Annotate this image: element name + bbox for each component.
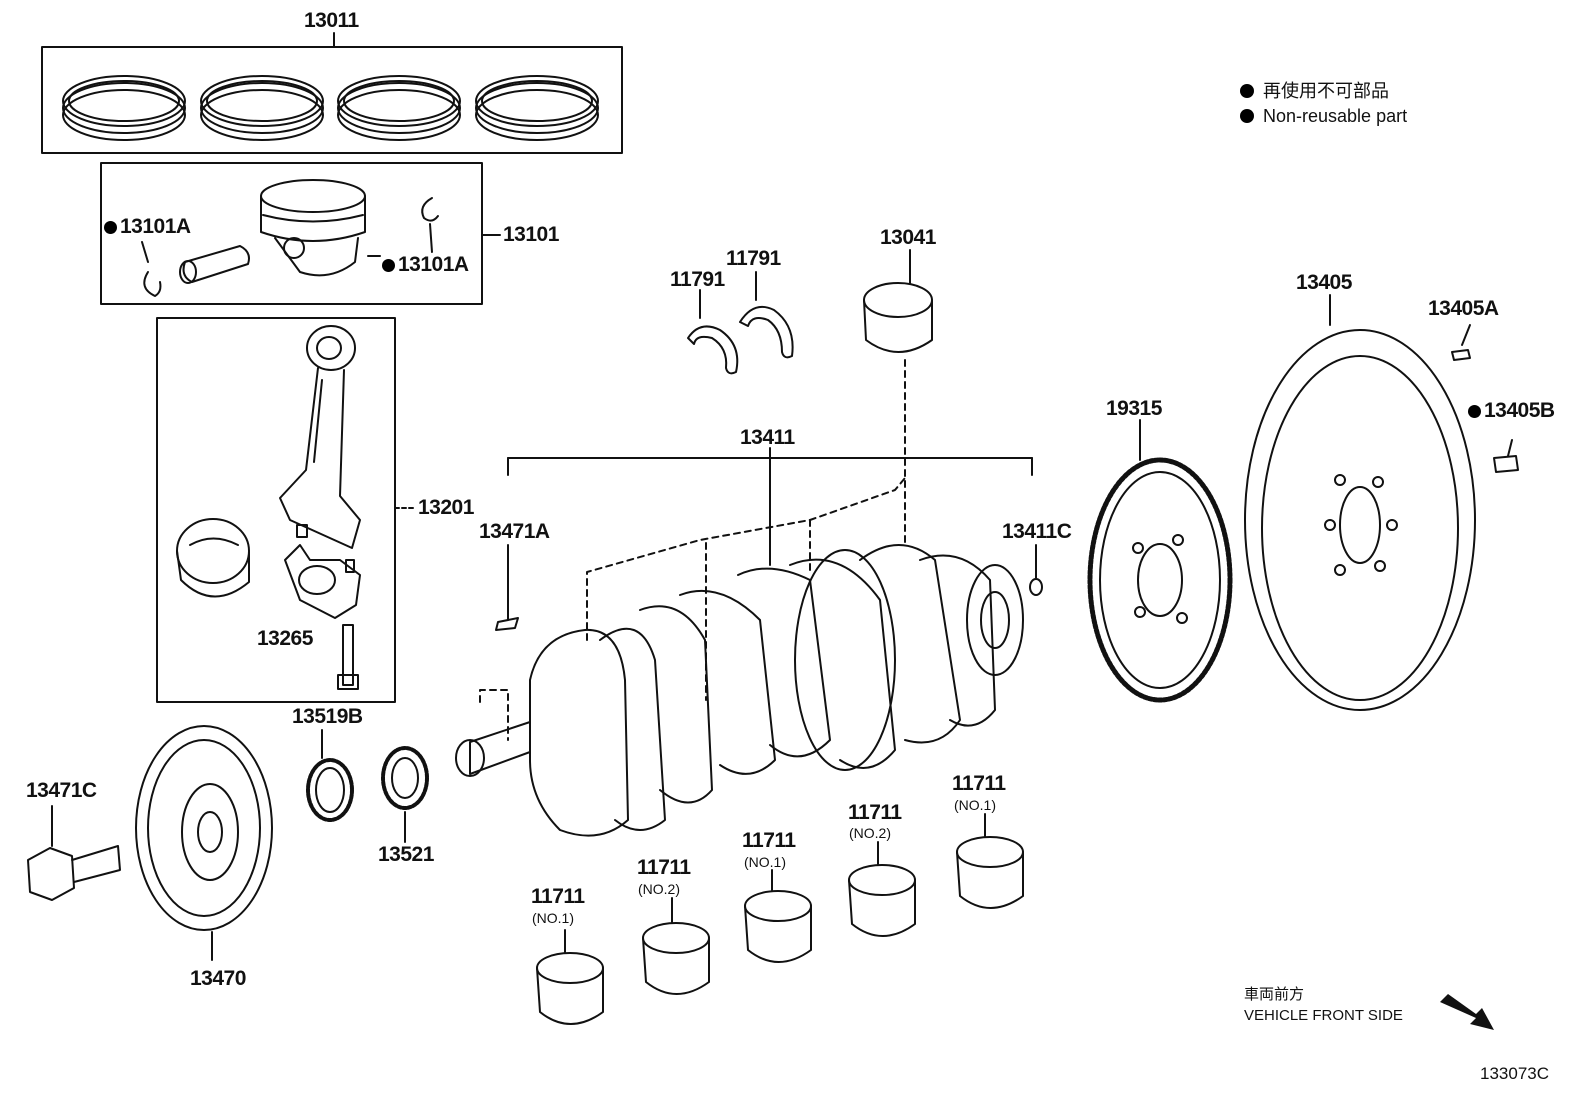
part-label-11711-5[interactable]: 11711 <box>952 772 1006 795</box>
part-label-19315[interactable]: 19315 <box>1106 397 1162 420</box>
part-label-13471C[interactable]: 13471C <box>26 779 97 802</box>
piston-ring-set-box <box>41 32 623 154</box>
bearing-sub-label-1: (NO.1) <box>532 910 574 926</box>
bolt-icon <box>27 805 121 901</box>
connecting-rod-icon <box>176 325 361 690</box>
bullet-icon <box>1240 84 1254 98</box>
part-label-13405B[interactable]: 13405B <box>1468 400 1555 421</box>
front-side-en: VEHICLE FRONT SIDE <box>1244 1007 1403 1024</box>
part-label-13101A-left[interactable]: 13101A <box>104 216 191 237</box>
part-label-13101A-right[interactable]: 13101A <box>382 254 469 275</box>
bearing-sub-label-4: (NO.2) <box>849 825 891 841</box>
piston-box <box>100 162 501 305</box>
bearing-sub-label-2: (NO.2) <box>638 881 680 897</box>
timing-rotor-icon <box>1087 419 1233 703</box>
legend-jp-text: 再使用不可部品 <box>1263 81 1389 101</box>
piston-ring-icon <box>62 75 599 141</box>
bearing-icon <box>863 249 933 353</box>
part-label-13471A[interactable]: 13471A <box>479 520 550 543</box>
part-label-11711-1[interactable]: 11711 <box>531 885 585 908</box>
part-label-13011[interactable]: 13011 <box>304 9 359 32</box>
piston-icon <box>141 179 439 297</box>
pulley-icon <box>135 725 273 961</box>
main-bearing-icons <box>536 813 1024 1025</box>
part-label-11711-3[interactable]: 11711 <box>742 829 796 852</box>
crank-gear-icon <box>306 729 429 843</box>
part-label-11791-b[interactable]: 11791 <box>726 247 781 270</box>
part-label-13519B[interactable]: 13519B <box>292 705 363 728</box>
part-label-13041[interactable]: 13041 <box>880 226 936 249</box>
front-side-jp: 車両前方 <box>1244 986 1305 1003</box>
bullet-icon <box>1240 109 1254 123</box>
part-label-13405A[interactable]: 13405A <box>1428 297 1499 320</box>
part-label-11711-2[interactable]: 11711 <box>637 856 691 879</box>
part-label-13411[interactable]: 13411 <box>740 426 795 449</box>
legend-en-text: Non-reusable part <box>1263 106 1408 126</box>
part-label-13521[interactable]: 13521 <box>378 843 434 866</box>
crankshaft-icon <box>455 544 1043 837</box>
part-label-13470[interactable]: 13470 <box>190 967 246 990</box>
flywheel-icon <box>1244 294 1519 711</box>
bearing-sub-label-5: (NO.1) <box>954 797 996 813</box>
legend-jp: 再使用不可部品 <box>1240 82 1389 100</box>
part-label-13405[interactable]: 13405 <box>1296 271 1352 294</box>
illustration-code: 133073C <box>1480 1064 1550 1083</box>
part-label-13201[interactable]: 13201 <box>418 496 474 519</box>
part-label-13265[interactable]: 13265 <box>257 627 313 650</box>
part-label-11791-a[interactable]: 11791 <box>670 268 725 291</box>
crankshaft-bracket <box>507 447 1037 621</box>
legend-en: Non-reusable part <box>1240 107 1407 125</box>
bearing-sub-label-3: (NO.1) <box>744 854 786 870</box>
arrow-icon <box>1440 994 1494 1030</box>
part-label-11711-4[interactable]: 11711 <box>848 801 902 824</box>
alignment-lines <box>479 359 906 741</box>
thrust-washer-icon <box>687 271 794 375</box>
connecting-rod-box <box>156 317 415 703</box>
part-label-13101[interactable]: 13101 <box>503 223 559 246</box>
part-label-13411C[interactable]: 13411C <box>1002 520 1072 543</box>
